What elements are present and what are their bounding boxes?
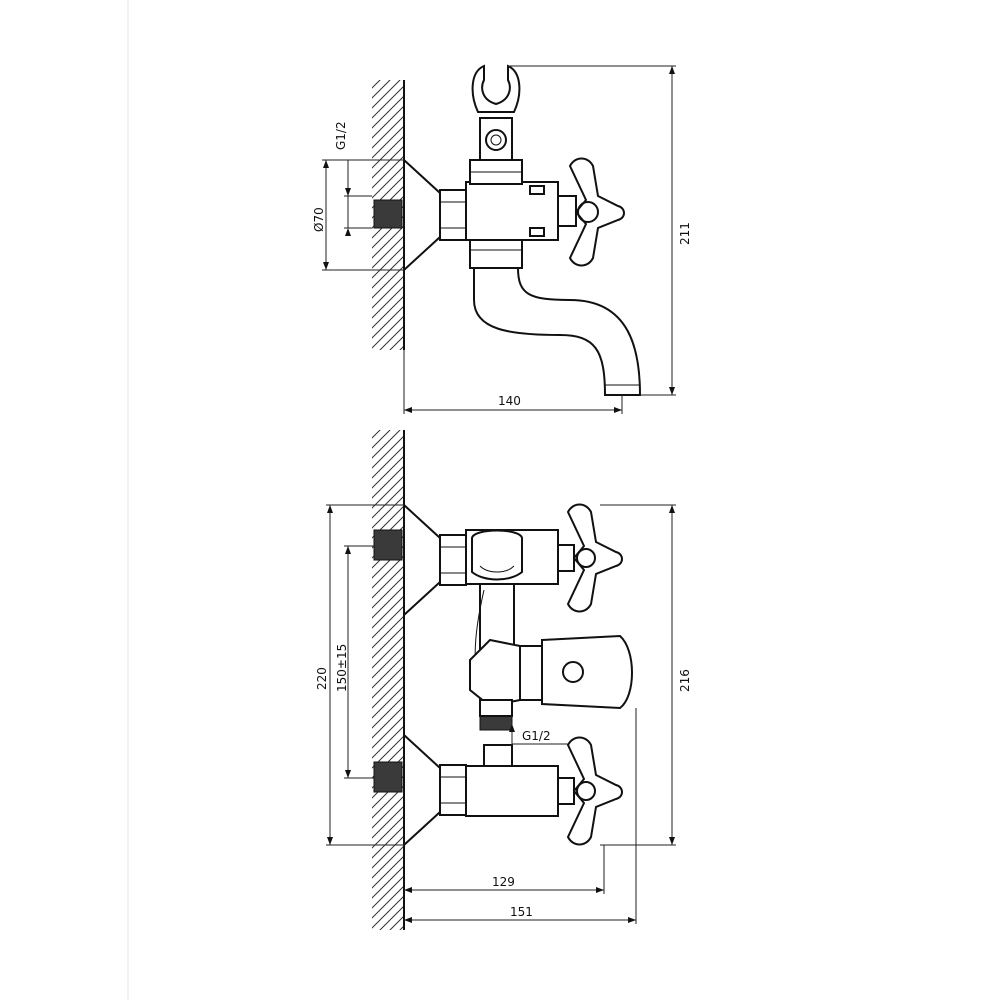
- pipe-block-upper: [373, 529, 403, 561]
- handle-cap-top: [577, 201, 599, 223]
- lower-flange: [403, 732, 441, 848]
- bottom-front-view: 220 150±15 216 G1/2 129 151: [315, 430, 692, 930]
- depth-151-label: 151: [510, 905, 533, 919]
- top-side-view: G1/2 Ø70 211 140: [312, 64, 692, 414]
- pipe-block-lower: [373, 761, 403, 793]
- upper-flange: [403, 502, 441, 618]
- bath-spout: [473, 267, 642, 396]
- center-distance-label: 150±15: [335, 644, 349, 692]
- height-216-label: 216: [678, 669, 692, 692]
- diverter-cap: [562, 661, 584, 683]
- top-thread-label: G1/2: [334, 121, 348, 150]
- diverter-collar: [519, 645, 543, 701]
- wall-flange-top: [403, 157, 441, 273]
- upper-hex-nut: [439, 534, 467, 586]
- pipe-block-top: [373, 199, 403, 229]
- top-height-label: 211: [678, 222, 692, 245]
- lower-valve-body: [465, 765, 559, 817]
- upper-hook: [471, 529, 523, 581]
- spout-collar: [469, 239, 523, 269]
- pipe-opening-circle: [485, 129, 507, 151]
- thread-outlet: [479, 715, 513, 731]
- handle-stem-top: [557, 195, 577, 227]
- upper-pipe: [479, 117, 513, 161]
- hex-nut-top: [439, 189, 467, 241]
- wall-hatch-bottom: [372, 430, 404, 930]
- lower-hex-nut: [439, 764, 467, 816]
- top-diameter-label: Ø70: [312, 207, 326, 232]
- shower-holder-hook: [471, 64, 521, 113]
- diverter-knob: [541, 634, 633, 710]
- bottom-thread-label: G1/2: [522, 729, 551, 743]
- diverter-body: [469, 638, 521, 708]
- overall-height-label: 220: [315, 667, 329, 690]
- depth-129-label: 129: [492, 875, 515, 889]
- top-reach-label: 140: [498, 394, 521, 408]
